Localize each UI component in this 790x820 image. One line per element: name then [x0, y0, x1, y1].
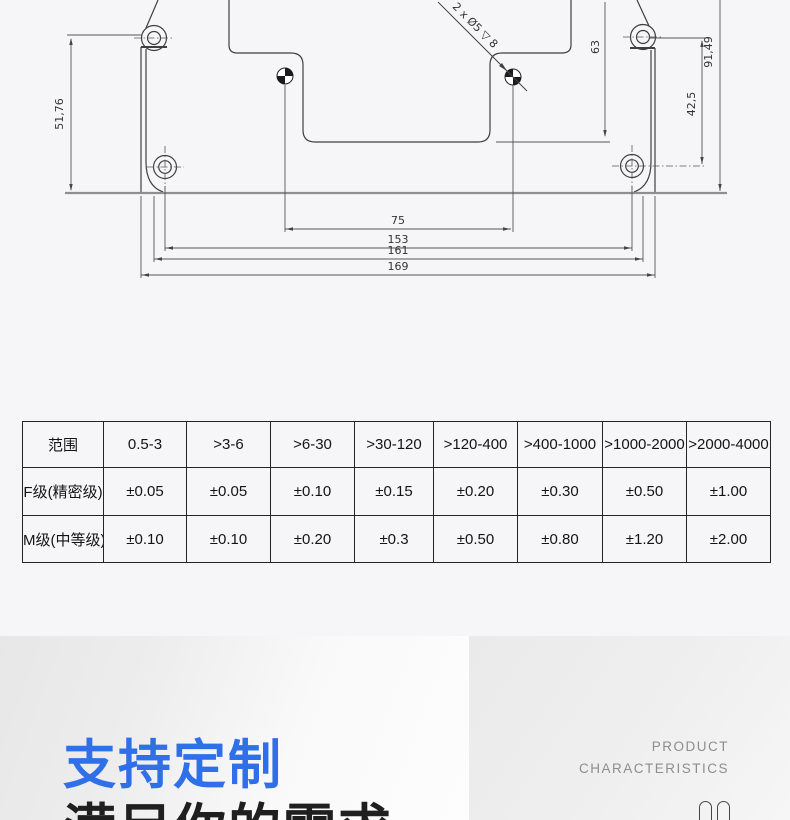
aside-line-2: CHARACTERISTICS — [578, 761, 729, 776]
hole-callout-leader — [437, 1, 528, 92]
table-row-f-grade: F级(精密级) ±0.05 ±0.05 ±0.10 ±0.15 ±0.20 ±0… — [22, 467, 771, 516]
row-label: F级(精密级) — [22, 467, 104, 516]
dim-hole-span: 153 — [388, 233, 409, 246]
cell: ±0.20 — [433, 467, 518, 516]
row-label: M级(中等级) — [22, 515, 104, 563]
dim-overall-width: 169 — [388, 260, 409, 273]
dim-hole-to-ear: 42,5 — [685, 92, 698, 117]
center-lines — [134, 36, 706, 189]
dim-ear-span: 161 — [388, 244, 409, 257]
header-col7: >1000-2000 — [602, 421, 687, 468]
cell: ±1.20 — [602, 515, 687, 563]
dimension-lines — [67, 0, 721, 278]
dim-datum-span: 75 — [391, 214, 405, 227]
header-col5: >120-400 — [433, 421, 518, 468]
banner-left-panel — [0, 636, 469, 820]
tolerance-table: 范围 0.5-3 >3-6 >6-30 >30-120 >120-400 >40… — [22, 421, 771, 563]
header-col8: >2000-4000 — [686, 421, 771, 468]
dim-cutout-depth: 63 — [589, 40, 602, 54]
cell: ±0.10 — [270, 467, 355, 516]
header-range: 范围 — [22, 421, 104, 468]
cell: ±0.80 — [517, 515, 603, 563]
cell: ±0.05 — [103, 467, 187, 516]
aside-line-1: PRODUCT — [651, 739, 729, 754]
header-col4: >30-120 — [354, 421, 434, 468]
header-col2: >3-6 — [186, 421, 271, 468]
dim-left-height: 51,76 — [53, 98, 66, 130]
header-col6: >400-1000 — [517, 421, 603, 468]
datum-target-left — [276, 67, 294, 85]
cell: ±0.50 — [602, 467, 687, 516]
header-col3: >6-30 — [270, 421, 355, 468]
cell: ±1.00 — [686, 467, 771, 516]
cell: ±0.30 — [517, 467, 603, 516]
banner-headline: 支持定制 — [63, 736, 283, 795]
cell: ±0.05 — [186, 467, 271, 516]
cell: ±0.15 — [354, 467, 434, 516]
clip-icon-prong-right — [717, 801, 730, 820]
hole-callout-text: 2 x Ø5 ▽ 8 — [450, 0, 501, 51]
dimension-texts: 51,76 63 42,5 91,49 75 153 161 169 — [53, 36, 715, 273]
cell: ±0.10 — [186, 515, 271, 563]
table-row-m-grade: M级(中等级) ±0.10 ±0.10 ±0.20 ±0.3 ±0.50 ±0.… — [22, 515, 771, 563]
customization-banner: 支持定制 满足你的需求 PRODUCT CHARACTERISTICS — [0, 636, 790, 820]
cell: ±2.00 — [686, 515, 771, 563]
banner-subheadline: 满足你的需求 — [63, 800, 393, 820]
cell: ±0.20 — [270, 515, 355, 563]
banner-right-panel — [469, 636, 790, 820]
dim-right-height: 91,49 — [702, 36, 715, 68]
part-outline — [140, 0, 657, 193]
dimension-arrows — [69, 38, 722, 277]
cell: ±0.50 — [433, 515, 518, 563]
header-col1: 0.5-3 — [103, 421, 187, 468]
table-header-row: 范围 0.5-3 >3-6 >6-30 >30-120 >120-400 >40… — [22, 421, 771, 468]
engineering-drawing: 2 x Ø5 ▽ 8 — [53, 0, 727, 278]
cell: ±0.10 — [103, 515, 187, 563]
clip-icon-prong-left — [699, 801, 712, 820]
product-characteristics-label: PRODUCT CHARACTERISTICS — [579, 736, 729, 780]
cell: ±0.3 — [354, 515, 434, 563]
